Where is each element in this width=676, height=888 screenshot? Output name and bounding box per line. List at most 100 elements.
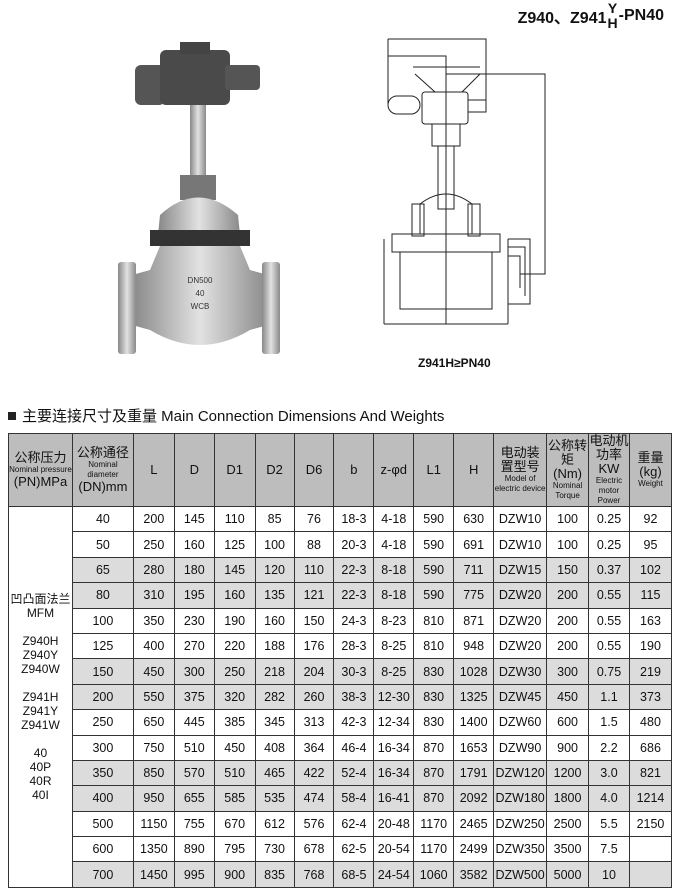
table-cell: 0.37 [588,556,630,584]
table-cell: 7.5 [588,836,630,863]
table-cell: 691 [453,531,495,558]
table-cell: 870 [413,734,455,761]
table-cell: 22-3 [333,582,375,609]
table-cell: 700 [71,861,134,888]
table-cell: 630 [453,505,495,533]
table-cell: 995 [173,861,215,888]
table-cell: 1653 [453,734,495,761]
header-label-en: Nominal diameter [87,460,119,479]
table-cell: 10 [588,861,630,888]
valve-photo: DN500 40 WCB [118,42,280,354]
header-label: D1 [226,462,243,477]
table-cell: 0.55 [588,632,630,660]
column-header: D6 [293,433,335,507]
table-cell: 220 [213,632,256,660]
table-cell: 76 [293,505,335,533]
table-cell: 190 [628,632,673,660]
table-cell: 100 [546,531,590,558]
table-cell: 310 [132,582,175,609]
header-label: L1 [426,462,441,477]
section-heading: 主要连接尺寸及重量 Main Connection Dimensions And… [8,405,444,426]
table-cell: 150 [546,556,590,584]
table-cell: 30-3 [333,658,375,685]
table-cell: 810 [413,607,455,634]
table-cell: 4-18 [373,505,415,533]
table-cell: 0.75 [588,658,630,685]
photo-marking-dn: DN500 [188,276,213,285]
table-cell: 0.55 [588,607,630,634]
header-unit: (PN)MPa [13,474,68,489]
table-cell: 612 [254,810,295,838]
table-cell: 422 [293,759,335,787]
table-cell: 373 [628,683,673,711]
table-cell: 219 [628,658,673,685]
table-cell: DZW45 [493,683,548,711]
table-cell: 510 [213,759,256,787]
column-header: D [173,433,215,507]
table-cell: 870 [413,785,455,812]
table-cell: 0.25 [588,505,630,533]
table-cell: 100 [71,607,134,634]
table-cell: 400 [132,632,175,660]
table-cell: 200 [132,505,175,533]
table-cell: 250 [213,658,256,685]
table-cell: 1791 [453,759,495,787]
table-cell: 40 [71,505,134,533]
table-cell: 42-3 [333,709,375,736]
table-cell: 24-3 [333,607,375,634]
table-cell: 115 [628,582,673,609]
header-label: D [189,462,199,477]
column-header: 重量(kg)Weight [628,433,673,507]
table-cell: 755 [173,810,215,838]
table-cell: 125 [71,632,134,660]
table-cell: 180 [173,556,215,584]
table-cell: 600 [71,836,134,863]
valve-technical-drawing [383,38,546,325]
table-cell: 100 [254,531,295,558]
table-cell: 145 [213,556,256,584]
table-cell: 135 [254,582,295,609]
table-cell: 900 [213,861,256,888]
table-cell: 12-34 [373,709,415,736]
table-cell: DZW10 [493,531,548,558]
column-header: L [132,433,175,507]
table-cell: 260 [293,683,335,711]
column-header: b [333,433,375,507]
table-cell: 120 [254,556,295,584]
table-cell: 163 [628,607,673,634]
table-cell: 8-18 [373,582,415,609]
photo-marking-material: WCB [191,302,210,311]
table-cell: 160 [213,582,256,609]
table-cell: 835 [254,861,295,888]
title-main: Z940、Z941 [517,10,607,27]
table-cell: 8-23 [373,607,415,634]
column-header: D2 [254,433,295,507]
table-cell: 590 [413,582,455,609]
table-cell: 870 [413,759,455,787]
group-label-line: Z940Y [22,647,59,662]
table-cell: 160 [254,607,295,634]
table-cell: 300 [71,734,134,761]
table-cell: 450 [546,683,590,711]
table-cell: 110 [293,556,335,584]
table-cell: 300 [173,658,215,685]
column-header: 公称转矩(Nm)Nominal Torque [546,433,590,507]
table-cell: 300 [546,658,590,685]
group-label-line [9,620,72,634]
header-label-en: Electric motor Power [595,476,623,505]
table-cell: 20-54 [373,836,415,863]
table-cell: 160 [173,531,215,558]
table-cell: 218 [254,658,295,685]
table-cell: 95 [628,531,673,558]
table-cell: 12-30 [373,683,415,711]
column-header: H [453,433,495,507]
header-label: 电动装置型号 [500,445,540,474]
table-cell: 850 [132,759,175,787]
